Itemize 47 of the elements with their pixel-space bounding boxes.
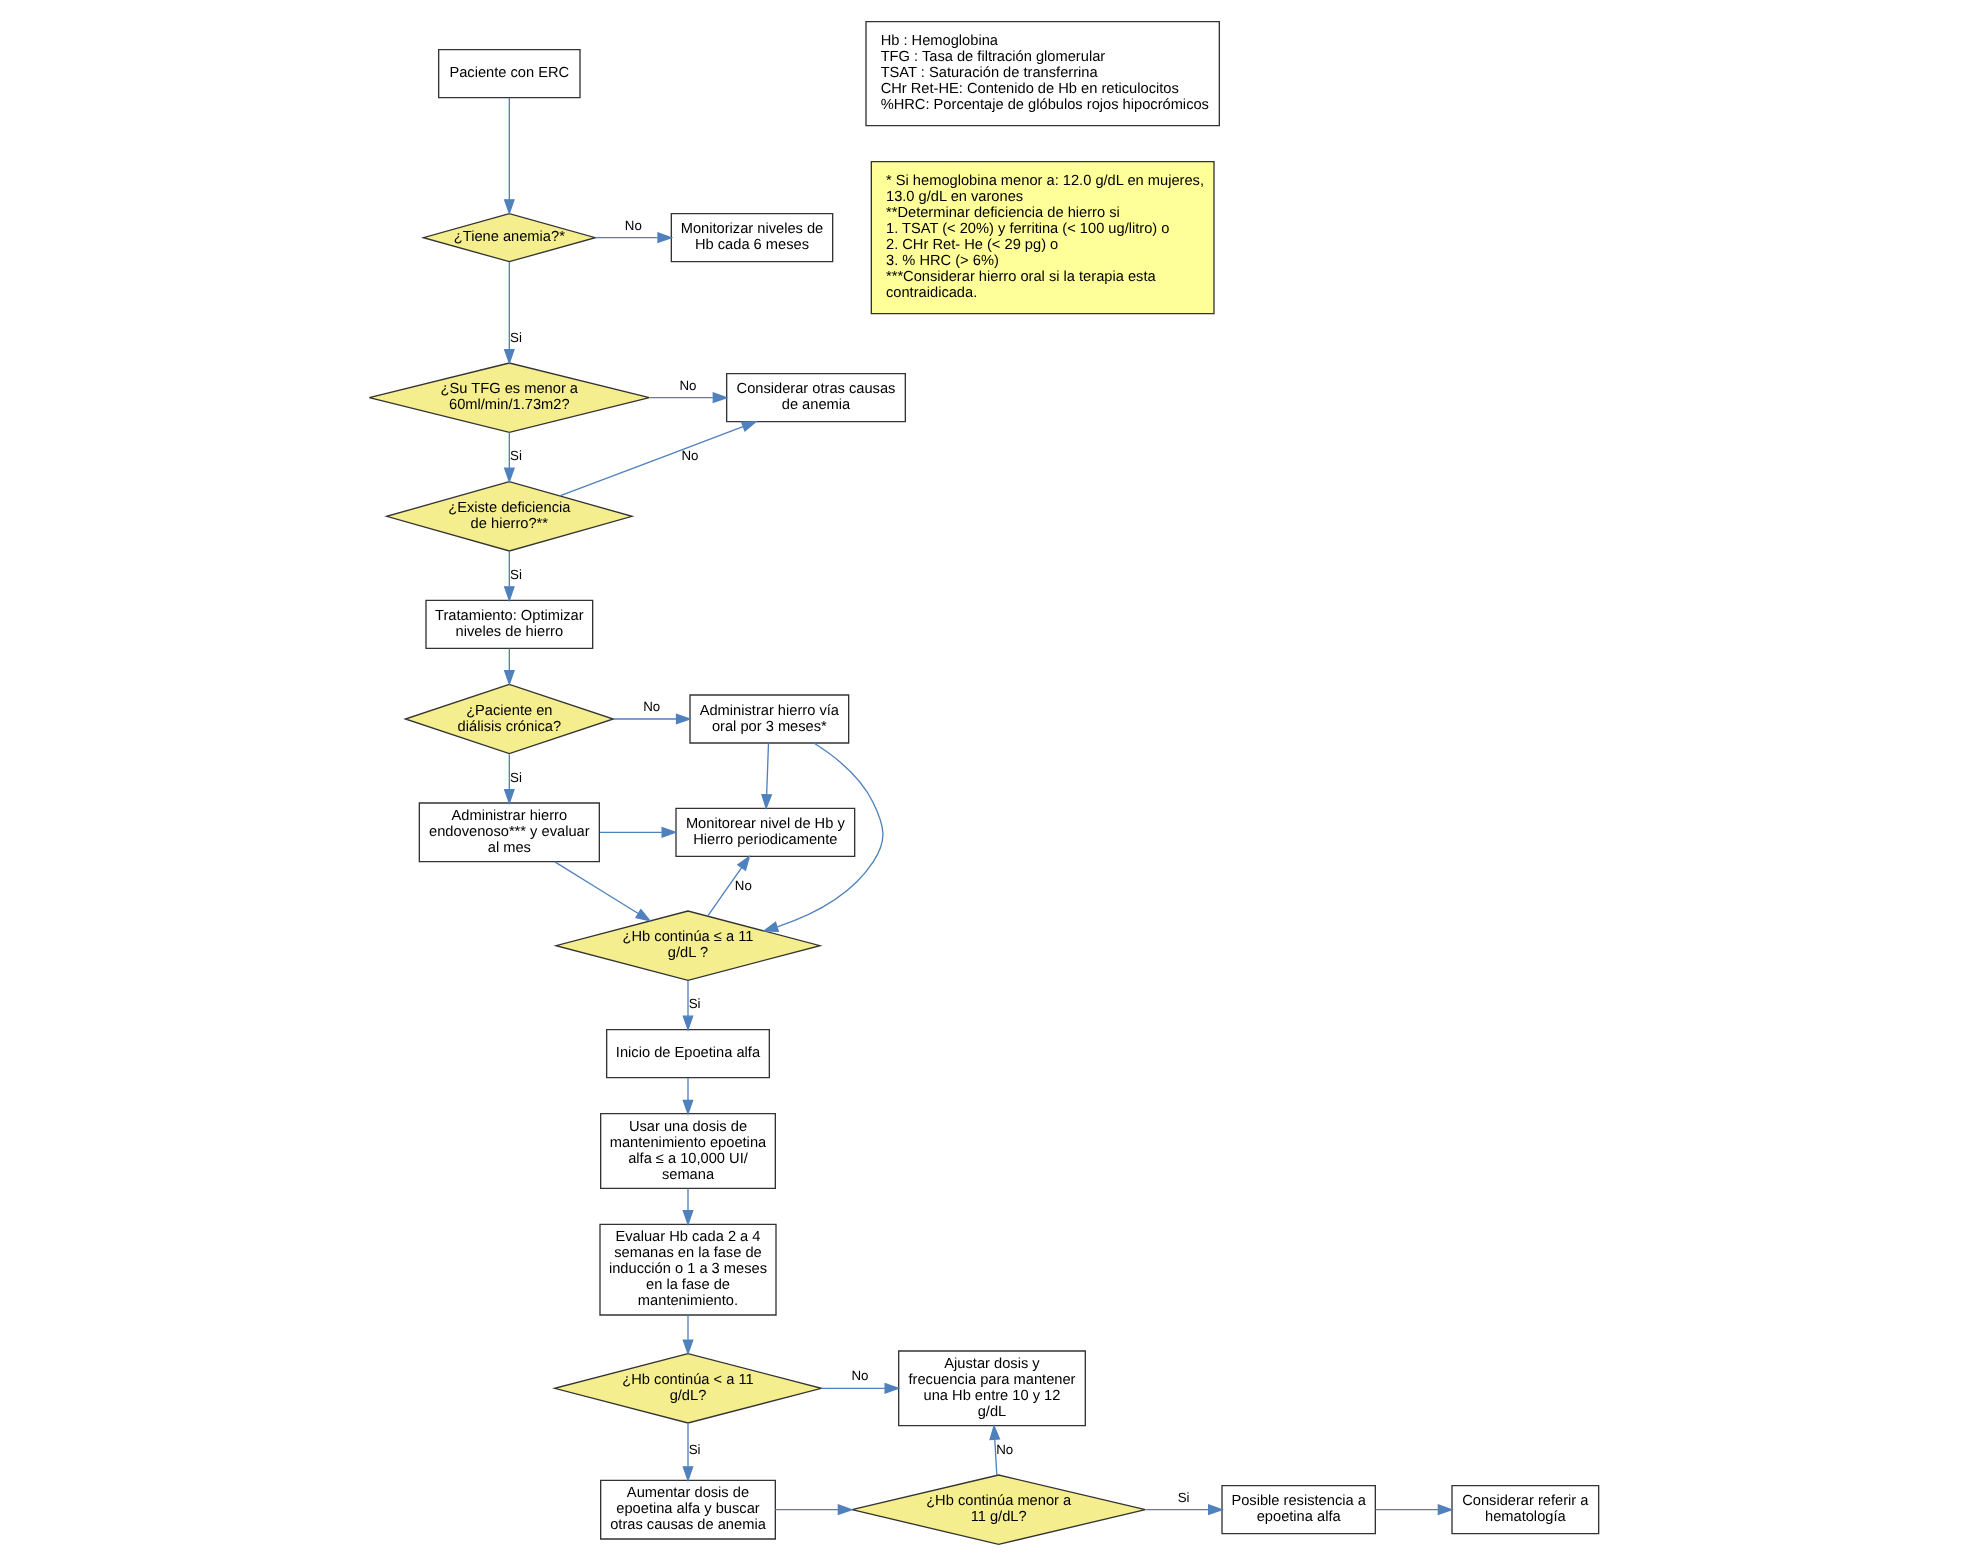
node-box: Ajustar dosis y frecuencia para mantener una Hb entre 10 y 12 g/dL: [898, 1350, 1086, 1427]
arrow: [503, 647, 515, 687]
arrow: [682, 980, 694, 1032]
node-box: Paciente con ERC: [438, 49, 581, 99]
node-box: Monitorizar niveles de Hb cada 6 meses: [670, 213, 834, 263]
arrow: [559, 421, 758, 497]
arrow: [599, 826, 678, 838]
node-box: * Si hemoglobina menor a: 12.0 g/dL en mujeres, 13.0 g/dL en varones **Determinar deficiencia de hierro si 1. TSAT (< 20%) y ferritina (< 100 ug/litro) o 2. CHr Ret- He (< 29 pg) o 3. % HRC (> 6%) ***Considerar hierro oral si la terapia esta contraidicada.: [870, 161, 1215, 315]
arrow: [682, 1314, 694, 1356]
arrow: [503, 431, 515, 484]
arrow: [774, 1504, 854, 1516]
arrow: [1144, 1504, 1224, 1516]
node-box: Monitorear nivel de Hb y Hierro periodicamente: [675, 807, 856, 857]
node-box: Administrar hierro endovenoso*** y evaluar al mes: [418, 802, 600, 863]
node-diamond: ¿Hb continúa < a 11 g/dL?: [552, 1353, 824, 1424]
arrow: [612, 713, 692, 725]
arrow: [707, 854, 751, 917]
node-box: Administrar hierro vía oral por 3 meses*: [689, 694, 850, 744]
arrow: [503, 97, 515, 216]
node-box: Tratamiento: Optimizar niveles de hierro: [425, 599, 594, 649]
node-box: Inicio de Epoetina alfa: [606, 1029, 770, 1079]
node-box: Hb : Hemoglobina TFG : Tasa de filtración glomerular TSAT : Saturación de transferrina CHr Ret-HE: Contenido de Hb en reticulocitos %HRC: Porcentaje de glóbulos rojos hipocrómicos: [865, 21, 1220, 127]
arrow: [682, 1187, 694, 1227]
arrow: [761, 742, 773, 811]
arrow: [594, 232, 674, 244]
node-box: Evaluar Hb cada 2 a 4 semanas en la fase de inducción o 1 a 3 meses en la fase de mantenimiento.: [599, 1223, 777, 1316]
node-box: Aumentar dosis de epoetina alfa y buscar otras causas de anemia: [600, 1479, 776, 1540]
arrow: [989, 1423, 1001, 1476]
arrow: [649, 392, 729, 404]
arrow: [503, 550, 515, 603]
arrow: [554, 861, 652, 922]
arrow: [682, 1077, 694, 1116]
arrow: [762, 742, 884, 933]
node-diamond: ¿Existe deficiencia de hierro?**: [384, 480, 635, 552]
arrow: [682, 1422, 694, 1483]
arrow: [503, 753, 515, 805]
arrow: [820, 1382, 901, 1394]
node-diamond: ¿Su TFG es menor a 60ml/min/1.73m2?: [368, 362, 650, 433]
node-diamond: ¿Tiene anemia?*: [420, 212, 598, 263]
node-diamond: ¿Paciente en diálisis crónica?: [403, 683, 616, 755]
node-box: Usar una dosis de mantenimiento epoetina alfa ≤ a 10,000 UI/ semana: [600, 1113, 776, 1189]
node-box: Considerar otras causas de anemia: [726, 373, 906, 423]
arrow: [503, 261, 515, 365]
node-diamond: ¿Hb continúa menor a 11 g/dL?: [851, 1474, 1146, 1545]
node-box: Considerar referir a hematología: [1451, 1485, 1600, 1535]
arrow: [1375, 1504, 1454, 1516]
node-box: Posible resistencia a epoetina alfa: [1221, 1485, 1376, 1535]
